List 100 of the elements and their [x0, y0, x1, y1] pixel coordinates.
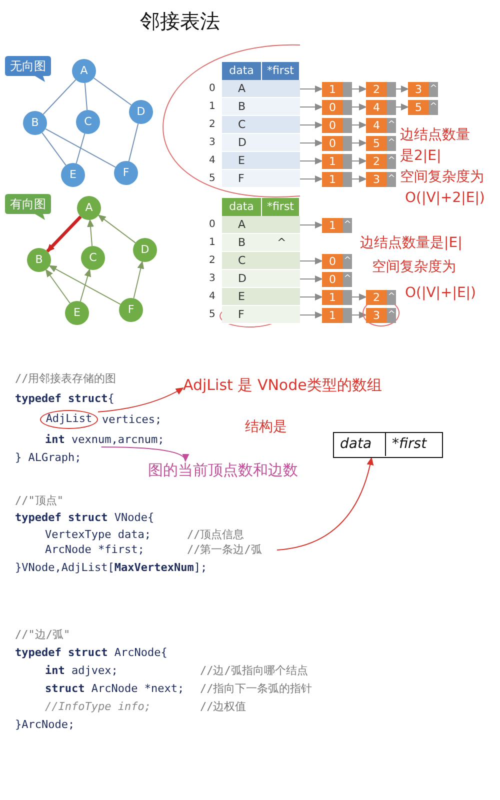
cell-text: E [238, 154, 245, 168]
code-comment: //"边/弧" [15, 628, 70, 641]
field-label: data [334, 433, 386, 456]
list-node [366, 136, 396, 150]
arrow [352, 86, 367, 92]
pointer-field: ^ [343, 254, 352, 268]
handwritten-note: O(|V|+|E|) [405, 284, 476, 302]
arrow [300, 104, 323, 110]
pointer-field: ^ [387, 308, 396, 322]
row-index: 1 [209, 100, 216, 114]
arrow [300, 140, 323, 146]
pointer-field: ^ [387, 290, 396, 304]
vertex-circle: C [81, 246, 105, 270]
arrow [352, 104, 367, 110]
handwritten-note: 空间复杂度为 [372, 258, 456, 276]
arrow [352, 176, 367, 182]
list-node [322, 118, 352, 132]
arrow [352, 140, 367, 146]
code-comment: //用邻接表存储的图 [15, 372, 116, 385]
pointer-field: ^ [429, 100, 438, 114]
arrow [133, 260, 144, 299]
row-index: 2 [209, 254, 216, 268]
arrow [87, 218, 94, 247]
node-value: 4 [366, 100, 387, 114]
cell-text: B [238, 236, 246, 250]
arrow [300, 176, 323, 182]
vertex-circle: C [76, 110, 100, 134]
arrow [352, 158, 367, 164]
table-header-cell: *first [262, 198, 300, 216]
table-row [222, 116, 300, 134]
table-row [222, 288, 300, 306]
node-value: 2 [366, 82, 387, 96]
code-text: VertexType data; [45, 528, 151, 541]
list-node [322, 82, 352, 96]
code-text: vertices; [102, 413, 162, 426]
node-value: 5 [408, 100, 429, 114]
struct-diagram-box [333, 432, 443, 458]
handwritten-note: 结构是 [245, 418, 287, 436]
row-index: 5 [209, 308, 216, 322]
table-row [222, 306, 300, 324]
pointer-field: ^ [429, 82, 438, 96]
handwritten-note: 边结点数量 [400, 126, 470, 144]
node-value: 3 [366, 172, 387, 186]
list-node [366, 118, 396, 132]
arrow [352, 312, 367, 318]
code-text: }ArcNode; [15, 718, 75, 731]
arrow [46, 216, 82, 252]
list-node [322, 136, 352, 150]
arrow [300, 158, 323, 164]
table-row [222, 98, 300, 116]
vertex-circle: D [129, 100, 153, 124]
handwritten-note: 是2|E| [400, 147, 442, 165]
node-value: 4 [366, 118, 387, 132]
vertex-circle: F [114, 161, 138, 185]
list-node [322, 154, 352, 168]
pointer-field: ^ [387, 172, 396, 186]
pointer-field: ^ [387, 136, 396, 150]
node-value: 1 [322, 82, 343, 96]
table-row [222, 152, 300, 170]
table-header-cell: *first [262, 62, 300, 80]
arrow [396, 104, 409, 110]
code-comment: //InfoType info; [45, 700, 151, 713]
node-value: 1 [322, 308, 343, 322]
pointer-field: ^ [387, 154, 396, 168]
list-node [322, 290, 352, 304]
node-value: 0 [322, 118, 343, 132]
table-row [222, 252, 300, 270]
arrow [300, 276, 323, 282]
node-value: 0 [322, 136, 343, 150]
arrow [300, 222, 323, 228]
table-row [222, 216, 300, 234]
table-row [222, 234, 300, 252]
table-row [222, 270, 300, 288]
callout-bubble: 有向图 [5, 194, 51, 220]
row-index: 0 [209, 82, 216, 96]
connector-line [84, 82, 88, 111]
arrow [300, 122, 323, 128]
arrow [300, 294, 323, 300]
list-node [366, 290, 396, 304]
pointer-field: ^ [343, 218, 352, 232]
list-node [366, 154, 396, 168]
vertex-circle: E [65, 301, 89, 325]
node-value: 0 [322, 272, 343, 286]
vertex-circle: D [133, 238, 157, 262]
connector-line [42, 79, 76, 115]
list-node [322, 254, 352, 268]
circled-code-text: AdjList [40, 410, 98, 429]
code-text: struct ArcNode *next; [45, 682, 184, 695]
connector-line [45, 128, 116, 168]
cell-text: C [238, 118, 246, 132]
code-text: ArcNode *first; [45, 543, 144, 556]
handwritten-note: 边结点数量是|E| [360, 234, 462, 252]
row-index: 4 [209, 290, 216, 304]
code-comment: //边权值 [200, 700, 246, 713]
node-value: 2 [366, 290, 387, 304]
vertex-circle: B [27, 248, 51, 272]
list-node [366, 82, 396, 96]
arrow [48, 265, 121, 305]
cell-text: A [238, 82, 246, 96]
node-value: 0 [322, 254, 343, 268]
